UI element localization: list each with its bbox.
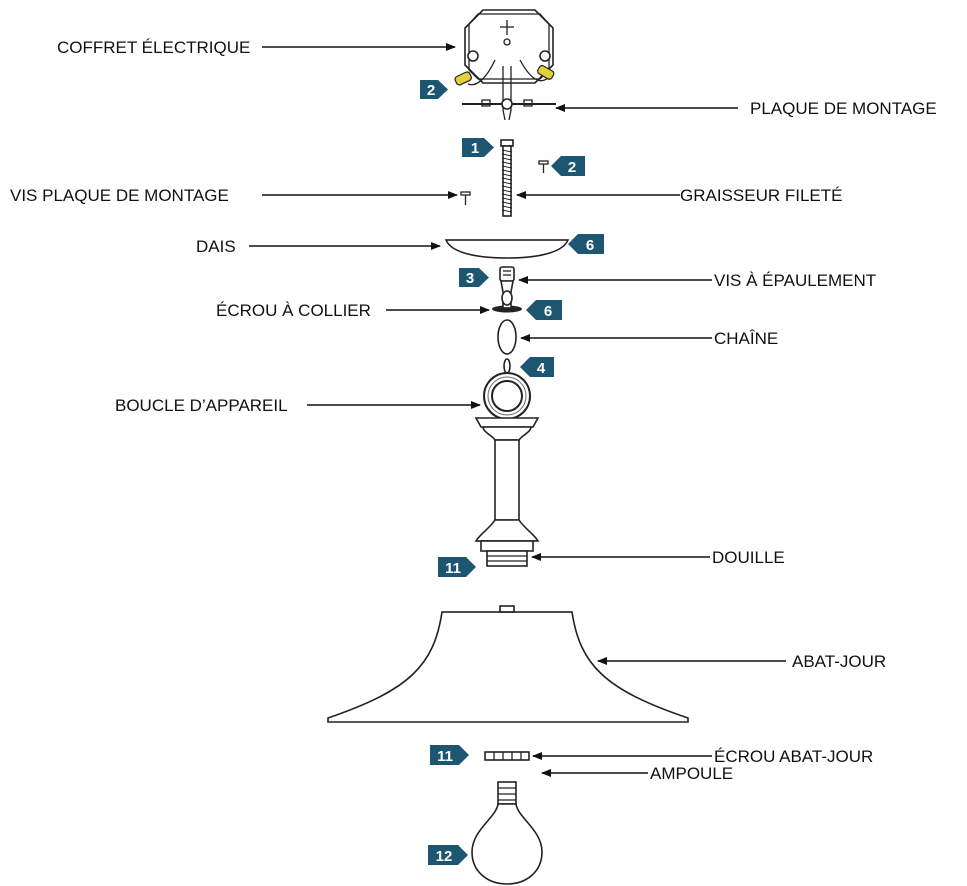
part-labels: COFFRET ÉLECTRIQUE PLAQUE DE MONTAGE VIS… [10, 38, 937, 783]
socket-drawing [480, 540, 534, 567]
label-socket: DOUILLE [712, 548, 785, 567]
electrical-box-drawing [464, 9, 554, 121]
step-badge-canopy: 6 [568, 234, 604, 254]
svg-text:2: 2 [427, 82, 435, 99]
label-threaded-nipple: GRAISSEUR FILETÉ [680, 186, 842, 205]
svg-text:1: 1 [471, 140, 479, 157]
shade-drawing [327, 605, 689, 723]
label-shoulder-screw: VIS À ÉPAULEMENT [714, 271, 876, 290]
label-mounting-plate-screw: VIS PLAQUE DE MONTAGE [10, 186, 229, 205]
step-badge-shoulder-screw: 3 [459, 268, 489, 287]
label-chain: CHAÎNE [714, 329, 778, 348]
mounting-plate-drawing [462, 98, 556, 110]
step-badge-plate-screw: 2 [551, 156, 585, 176]
svg-text:3: 3 [466, 270, 474, 287]
bulb-drawing [471, 781, 543, 885]
label-shade: ABAT-JOUR [792, 652, 886, 671]
label-canopy: DAIS [196, 237, 236, 256]
step-badge-bulb: 12 [428, 845, 468, 865]
label-shade-nut: ÉCROU ABAT-JOUR [714, 747, 873, 766]
svg-text:6: 6 [544, 303, 552, 320]
svg-text:11: 11 [445, 560, 461, 577]
label-electrical-box: COFFRET ÉLECTRIQUE [57, 38, 250, 57]
step-badge-shade-nut: 11 [430, 745, 469, 765]
wire-nuts [454, 65, 555, 86]
svg-text:12: 12 [436, 848, 453, 865]
step-badges: 2 1 3 11 11 12 2 6 [420, 80, 604, 865]
fixture-loop-drawing [483, 372, 531, 420]
threaded-nipple-drawing [500, 139, 514, 217]
chain-drawing [497, 290, 517, 374]
svg-text:4: 4 [537, 360, 546, 377]
label-mounting-plate: PLAQUE DE MONTAGE [750, 99, 937, 118]
svg-text:11: 11 [437, 748, 453, 765]
label-collar-nut: ÉCROU À COLLIER [216, 301, 371, 320]
svg-text:6: 6 [586, 237, 594, 254]
step-badge-nipple: 1 [462, 138, 494, 157]
mounting-plate-screws-drawing [460, 160, 549, 205]
svg-text:2: 2 [568, 159, 576, 176]
label-fixture-loop: BOUCLE D’APPAREIL [115, 396, 288, 415]
shade-nut-drawing [484, 751, 530, 761]
label-bulb: AMPOULE [650, 764, 733, 783]
step-badge-collar-nut: 6 [526, 300, 562, 320]
step-badge-socket: 11 [438, 557, 476, 577]
canopy-drawing [444, 239, 570, 259]
fixture-stem-drawing [474, 417, 540, 542]
leader-lines [249, 43, 786, 777]
step-badge-chain: 4 [520, 357, 554, 377]
step-badge-wires: 2 [420, 80, 448, 99]
